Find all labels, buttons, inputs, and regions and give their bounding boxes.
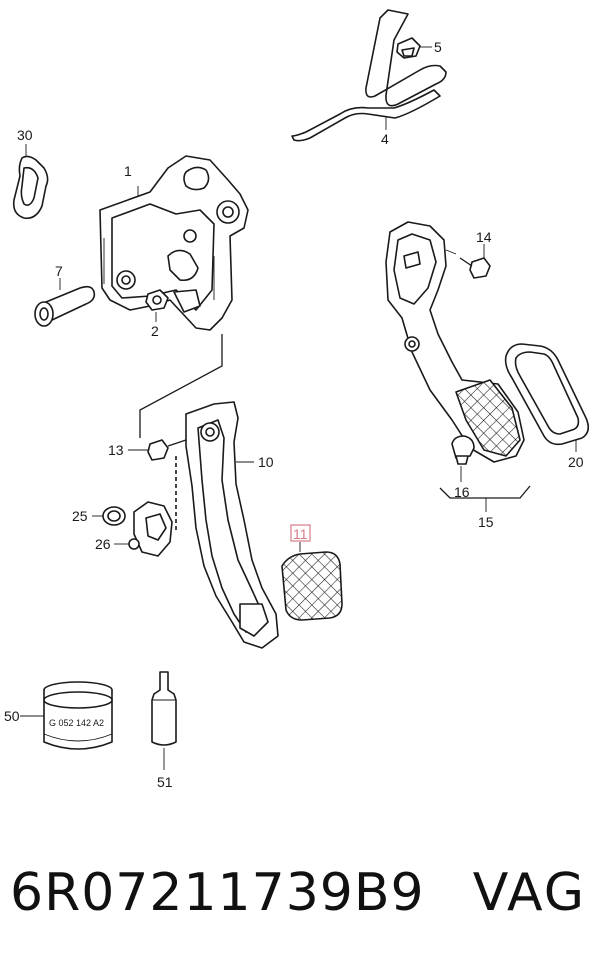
callout-15: 15 <box>478 514 494 530</box>
part-14-bolt <box>459 244 491 279</box>
highlight-box-11 <box>290 524 311 542</box>
part-25-o-ring <box>92 506 126 526</box>
part-15-accelerator-assembly <box>385 221 525 463</box>
part-10-pedal-arm <box>185 401 279 649</box>
callout-4: 4 <box>381 131 389 147</box>
part-50-sleeve <box>20 681 113 750</box>
part-2-nut <box>145 289 169 322</box>
part-30-clip <box>12 144 49 220</box>
part-13-screw <box>128 439 187 461</box>
part-number: 6R07211739B9 <box>10 863 425 923</box>
callout-11: 11 <box>293 526 308 542</box>
callout-20: 20 <box>568 454 584 470</box>
part-5-clip-nut <box>396 37 432 59</box>
part-11-pedal-pad <box>281 524 343 621</box>
callout-7: 7 <box>55 263 63 279</box>
callout-25: 25 <box>72 508 88 524</box>
callout-50: 50 <box>4 708 20 724</box>
callout-10: 10 <box>258 454 274 470</box>
callout-13: 13 <box>108 442 124 458</box>
part-16-bump-stop <box>451 435 475 482</box>
part-7-pivot-pin <box>34 278 96 327</box>
bracket-15 <box>439 485 531 499</box>
callout-1: 1 <box>124 163 132 179</box>
leader-bracket-to-pedal <box>139 334 223 438</box>
part-20-pedal-cover <box>504 343 590 452</box>
callout-26: 26 <box>95 536 111 552</box>
callout-5: 5 <box>434 39 442 55</box>
callout-2: 2 <box>151 323 159 339</box>
callout-30: 30 <box>17 127 33 143</box>
part-26-sensor <box>114 501 173 557</box>
part-4-rod-bracket <box>291 9 447 142</box>
callout-14: 14 <box>476 229 492 245</box>
callout-51: 51 <box>157 774 173 790</box>
part-1-pedal-bracket <box>99 155 249 331</box>
brand-label: VAG <box>472 863 586 923</box>
part-51-grease-tube <box>151 671 177 770</box>
callout-16: 16 <box>454 484 470 500</box>
sleeve-part-marking: G 052 142 A2 <box>49 718 104 728</box>
footer: 6R07211739B9 VAG <box>0 848 600 938</box>
